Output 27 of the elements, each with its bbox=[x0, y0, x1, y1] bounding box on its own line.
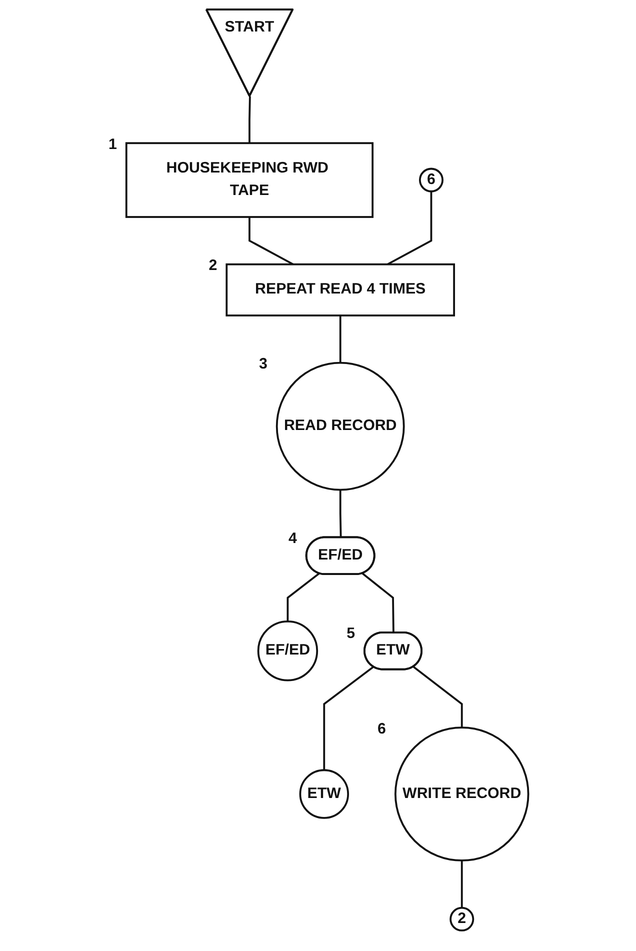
step-number: 5 bbox=[346, 625, 355, 642]
process-box: HOUSEKEEPING RWD TAPE bbox=[125, 142, 374, 218]
connector-circle: 6 bbox=[418, 168, 444, 192]
connector-circle: EF/ED bbox=[256, 620, 318, 682]
step-number: 2 bbox=[208, 257, 217, 274]
connector-line bbox=[248, 217, 294, 266]
process-stadium: EF/ED bbox=[305, 536, 375, 576]
connector-circle: ETW bbox=[298, 769, 349, 819]
connector-line bbox=[412, 666, 462, 728]
step-number: 3 bbox=[258, 356, 267, 372]
connector-line bbox=[339, 490, 342, 538]
connector-circle: READ RECORD bbox=[276, 362, 404, 491]
step-number: 6 bbox=[377, 720, 386, 738]
connector-line bbox=[322, 666, 374, 770]
step-number: 1 bbox=[108, 136, 117, 153]
process-box: REPEAT READ 4 TIMES bbox=[225, 263, 455, 316]
connector-line bbox=[248, 96, 250, 144]
connector-line bbox=[460, 860, 462, 908]
connector-circle: 2 bbox=[449, 906, 474, 932]
connector-line bbox=[286, 572, 320, 622]
connector-line bbox=[386, 191, 432, 266]
start-triangle: START bbox=[204, 8, 294, 97]
step-number: 4 bbox=[288, 530, 296, 547]
connector-circle: WRITE RECORD bbox=[394, 726, 529, 862]
process-stadium: ETW bbox=[363, 631, 422, 670]
connector-line bbox=[362, 572, 394, 633]
connector-line bbox=[339, 315, 341, 363]
